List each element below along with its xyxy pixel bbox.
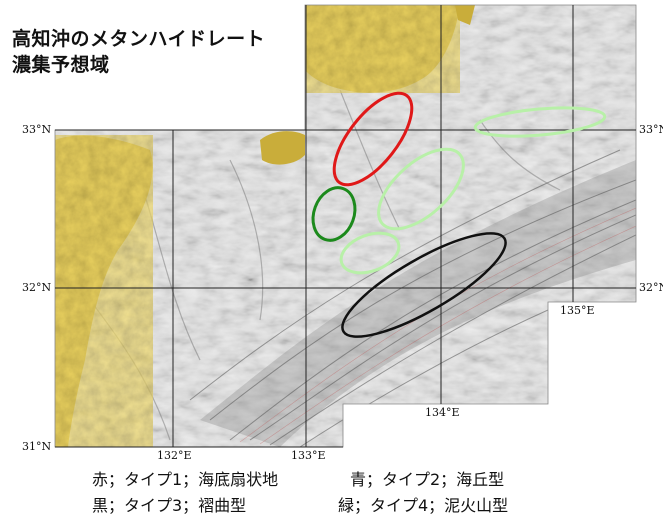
map-title-line1: 高知沖のメタンハイドレート bbox=[12, 28, 266, 50]
legend-blue-type2: 青；タイプ2；海丘型 bbox=[350, 470, 505, 489]
lon-label-135e: 135°E bbox=[560, 304, 595, 317]
lon-label-132e: 132°E bbox=[157, 449, 192, 462]
map-title-line2: 濃集予想域 bbox=[12, 54, 110, 76]
lat-label-33n-right: 33°N bbox=[639, 123, 663, 136]
dark-green-ellipse bbox=[311, 186, 357, 242]
graticule bbox=[55, 5, 636, 448]
red-ellipse-type1 bbox=[332, 91, 414, 187]
light-green-ellipse-center bbox=[377, 147, 465, 231]
lon-label-134e: 134°E bbox=[425, 406, 460, 419]
land-shikoku bbox=[260, 5, 475, 165]
lat-label-32n-left: 32°N bbox=[22, 281, 52, 294]
land-kyushu bbox=[55, 135, 153, 447]
lat-label-32n-right: 32°N bbox=[639, 281, 663, 294]
legend-black-type3: 黒；タイプ3；褶曲型 bbox=[92, 496, 247, 515]
lon-label-133e: 133°E bbox=[291, 449, 326, 462]
light-green-ellipse-east bbox=[473, 106, 607, 138]
lat-label-31n-left: 31°N bbox=[22, 440, 52, 453]
legend-green-type4: 緑；タイプ4；泥火山型 bbox=[338, 496, 509, 515]
legend-red-type1: 赤；タイプ1；海底扇状地 bbox=[92, 470, 279, 489]
lat-label-33n-left: 33°N bbox=[22, 123, 52, 136]
black-ellipse-type3 bbox=[341, 232, 507, 338]
light-green-ellipse-south bbox=[339, 231, 401, 275]
